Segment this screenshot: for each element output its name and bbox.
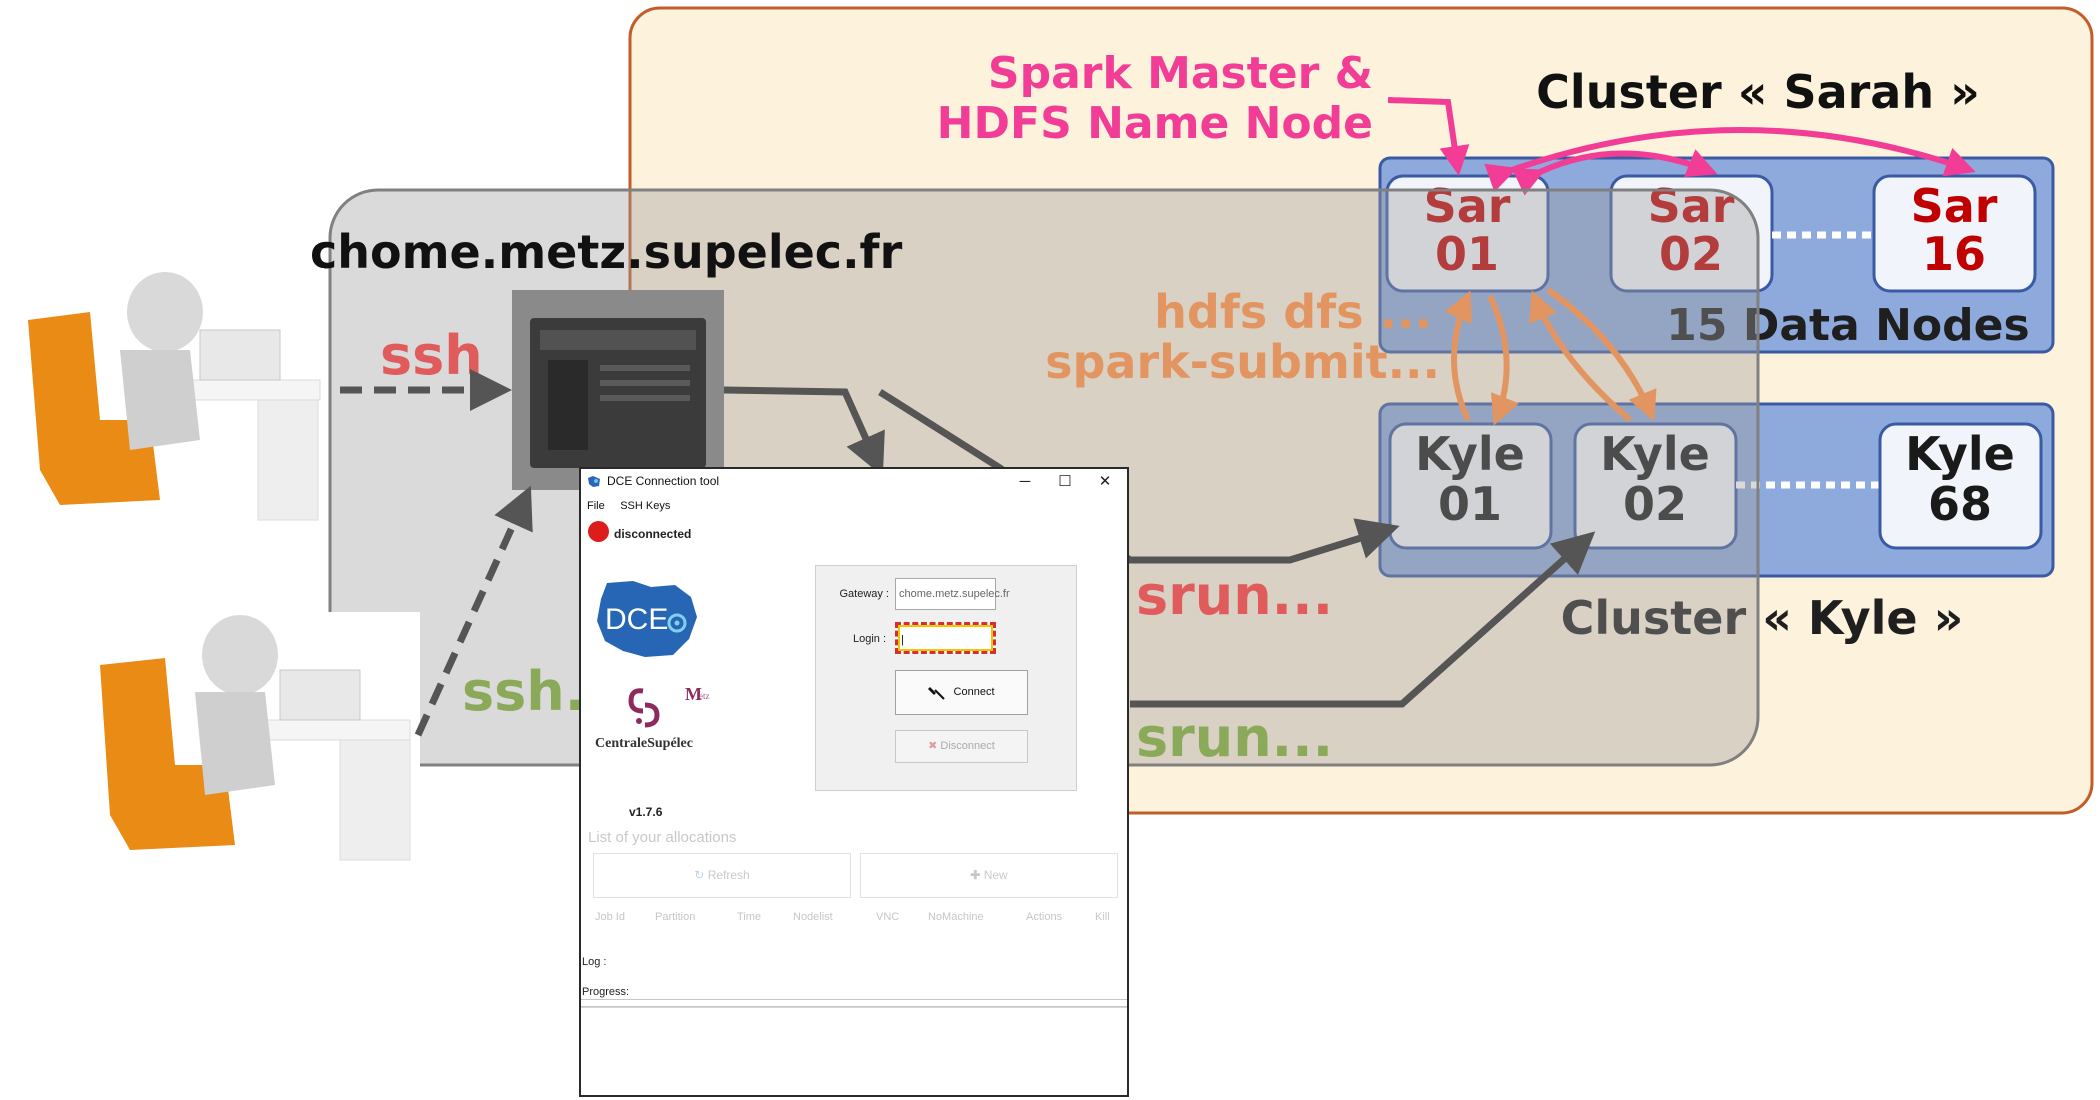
progress-bar: [581, 999, 1127, 1007]
user-figure-1: [6, 268, 324, 558]
svg-text:Kyle: Kyle: [1905, 427, 2015, 481]
cluster-sarah-label: Cluster « Sarah »: [1536, 65, 1980, 119]
allocations-title: List of your allocations: [588, 829, 737, 846]
srun-label-1: srun...: [1136, 564, 1333, 627]
svg-text:etz: etz: [699, 691, 710, 701]
col-actions[interactable]: Actions: [1026, 911, 1063, 923]
sarah-internal-arrow-2: [1484, 127, 1976, 193]
version-label: v1.7.6: [629, 805, 663, 819]
svg-text:02: 02: [1623, 477, 1687, 531]
data-nodes-label: 15 Data Nodes: [1666, 300, 2029, 351]
allocations-table-header: Job Id Partition Time Nodelist VNC NoMac…: [595, 911, 1115, 927]
centralesupelec-logo: M etz CentraleSupélec: [595, 684, 710, 751]
col-partition[interactable]: Partition: [655, 911, 696, 923]
window-title: DCE Connection tool: [607, 474, 720, 488]
minimize-button[interactable]: ─: [1019, 473, 1031, 490]
plug-icon: [928, 687, 946, 700]
svg-text:16: 16: [1922, 227, 1986, 281]
node-kyle02: Kyle 02: [1573, 422, 1738, 550]
hdfs-label: hdfs dfs ...: [1154, 285, 1432, 339]
svg-text:DCE: DCE: [605, 603, 668, 636]
svg-text:01: 01: [1438, 477, 1502, 531]
svg-text:Kyle: Kyle: [1415, 427, 1525, 481]
dce-connection-window: DCE Connection tool ─ ☐ ✕ File SSH Keys …: [579, 467, 1129, 1097]
node-kyle68: Kyle 68: [1878, 422, 2043, 550]
connect-label: Connect: [953, 686, 995, 698]
gateway-field[interactable]: chome.metz.supelec.fr: [895, 578, 1010, 610]
status-text: disconnected: [614, 527, 692, 541]
col-time[interactable]: Time: [737, 911, 762, 923]
node-sar01: Sar 01: [1385, 174, 1550, 293]
connect-button[interactable]: Connect: [895, 670, 1028, 715]
refresh-icon: ↻: [694, 868, 705, 882]
svg-text:CentraleSupélec: CentraleSupélec: [595, 736, 693, 751]
disconnect-label: Disconnect: [940, 740, 995, 752]
svg-text:Sar: Sar: [1911, 179, 1998, 233]
status-indicator-icon: [588, 521, 609, 542]
dce-app-icon: [588, 476, 600, 487]
menu-file[interactable]: File: [587, 500, 605, 512]
refresh-label: Refresh: [707, 868, 750, 882]
spark-master-pointer: [1387, 97, 1470, 176]
ssh-label-1: ssh: [380, 324, 483, 387]
srun-arrow-1: [878, 389, 1400, 564]
user-figure-2: [84, 612, 420, 902]
plus-icon: ✚: [970, 868, 981, 882]
col-nodelist[interactable]: Nodelist: [793, 911, 833, 923]
title-bar[interactable]: DCE Connection tool ─ ☐ ✕: [581, 469, 1127, 495]
svg-text:68: 68: [1928, 477, 1992, 531]
ssh-arrow-2: [414, 485, 533, 737]
orange-arrow-3: [1529, 290, 1632, 423]
host-label: chome.metz.supelec.fr: [310, 225, 903, 279]
orange-arrow-4: [1546, 287, 1657, 422]
svg-text:M: M: [685, 684, 702, 704]
node-kyle01: Kyle 01: [1388, 422, 1553, 550]
progress-label: Progress:: [582, 986, 630, 998]
orange-arrow-1: [1444, 290, 1473, 422]
login-panel: Gateway : chome.metz.supelec.fr Login : …: [815, 565, 1077, 791]
server-image: [512, 290, 724, 490]
orange-arrow-2: [1487, 294, 1519, 426]
maximize-button[interactable]: ☐: [1058, 473, 1072, 490]
gateway-label: Gateway :: [839, 588, 889, 600]
spark-master-label-line2: HDFS Name Node: [937, 98, 1373, 149]
login-label: Login :: [852, 633, 886, 645]
menu-bar: File SSH Keys: [581, 496, 675, 514]
node-sar16: Sar 16: [1872, 174, 2037, 293]
svg-text:Kyle: Kyle: [1600, 427, 1710, 481]
log-area[interactable]: [581, 1007, 1127, 1100]
disconnect-button[interactable]: ✖ Disconnect: [895, 730, 1028, 763]
dce-logo: DCE: [597, 581, 697, 657]
new-label: New: [983, 868, 1008, 882]
srun-arrow-2: [1130, 531, 1596, 708]
col-job-id[interactable]: Job Id: [595, 911, 625, 923]
close-x-icon: ✖: [928, 740, 938, 752]
refresh-button[interactable]: ↻ Refresh: [593, 853, 851, 898]
spark-submit-label: spark-submit...: [1045, 335, 1440, 389]
close-button[interactable]: ✕: [1098, 473, 1112, 490]
login-field[interactable]: |: [895, 622, 996, 654]
svg-text:02: 02: [1659, 227, 1723, 281]
cluster-kyle-label: Cluster « Kyle »: [1561, 591, 1964, 645]
menu-ssh-keys[interactable]: SSH Keys: [620, 500, 671, 512]
new-allocation-button[interactable]: ✚ New: [860, 853, 1118, 898]
srun-arrow-top: [723, 386, 885, 477]
col-kill[interactable]: Kill: [1095, 911, 1110, 923]
spark-master-label-line1: Spark Master &: [988, 48, 1373, 99]
srun-label-2: srun...: [1136, 706, 1333, 769]
svg-text:01: 01: [1435, 227, 1499, 281]
log-label: Log :: [582, 956, 607, 968]
col-nomachine[interactable]: NoMachine: [928, 911, 984, 923]
col-vnc[interactable]: VNC: [876, 911, 900, 923]
